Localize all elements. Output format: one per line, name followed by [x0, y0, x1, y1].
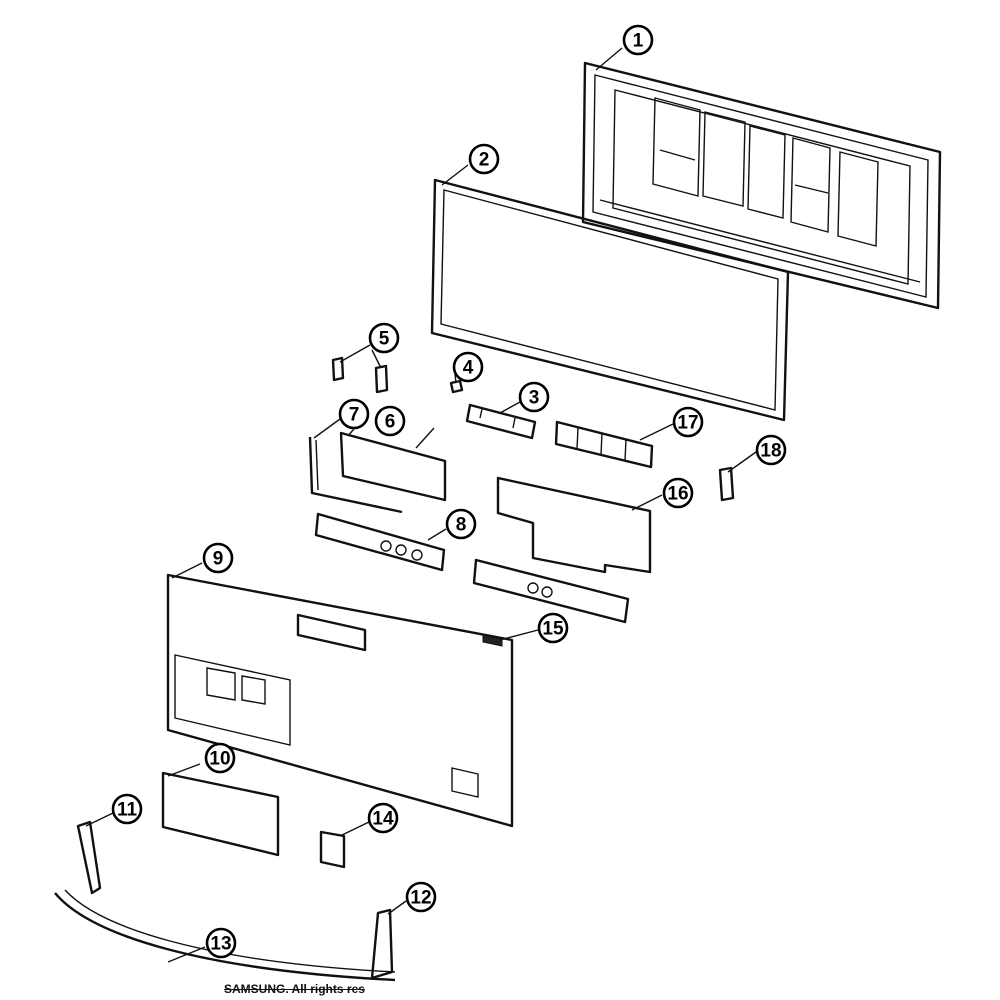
callout-13: 13	[205, 927, 237, 959]
callout-label: 9	[213, 549, 224, 570]
callout-label: 11	[117, 800, 138, 821]
callout-5: 5	[368, 322, 400, 354]
callout-18: 18	[755, 434, 787, 466]
part-11-stand-leg-left	[76, 820, 102, 895]
callout-6: 6	[374, 405, 406, 437]
callout-label: 12	[410, 888, 431, 909]
callout-15: 15	[537, 612, 569, 644]
part-14-small-board	[319, 830, 346, 869]
part-10-board	[161, 771, 280, 857]
callout-label: 4	[463, 358, 474, 379]
callout-label: 17	[677, 413, 698, 434]
callout-10: 10	[204, 742, 236, 774]
part-16-main-board	[496, 476, 652, 574]
callout-16: 16	[662, 477, 694, 509]
copyright-notice: SAMSUNG. All rights res	[224, 982, 365, 996]
callout-label: 2	[479, 150, 490, 171]
callout-12: 12	[405, 881, 437, 913]
callout-label: 13	[210, 934, 231, 955]
part-12-stand-leg-right	[370, 908, 394, 980]
part-15-small-part	[482, 634, 503, 647]
callout-11: 11	[111, 793, 143, 825]
part-18-bracket	[718, 466, 735, 502]
callout-17: 17	[672, 406, 704, 438]
part-13-bottom-bezel	[54, 889, 396, 982]
part-7-bracket-strip	[308, 436, 403, 514]
callout-label: 14	[372, 809, 394, 830]
part-2-display-panel	[430, 178, 790, 422]
callout-14: 14	[367, 802, 399, 834]
callout-label: 1	[633, 31, 644, 52]
part-3-board	[465, 403, 537, 440]
callout-2: 2	[468, 143, 500, 175]
callout-3: 3	[518, 381, 550, 413]
part-5-bracket	[331, 356, 389, 394]
callout-8: 8	[445, 508, 477, 540]
callout-label: 16	[667, 484, 688, 505]
callout-1: 1	[622, 24, 654, 56]
callout-label: 10	[209, 749, 230, 770]
part-1-rear-chassis	[581, 61, 942, 310]
part-17-board	[554, 420, 654, 469]
callout-4: 4	[452, 351, 484, 383]
terminal-bracket-right	[472, 558, 630, 624]
callout-label: 18	[760, 441, 781, 462]
callout-label: 7	[349, 405, 360, 426]
part-6-board	[339, 431, 447, 502]
callout-7: 7	[338, 398, 370, 430]
callout-label: 5	[379, 329, 390, 350]
part-4-clip	[449, 379, 464, 394]
callout-9: 9	[202, 542, 234, 574]
callout-label: 8	[456, 515, 467, 536]
leader-lines	[85, 47, 757, 963]
part-8-terminal-bracket	[314, 512, 446, 572]
callout-label: 3	[529, 388, 540, 409]
callout-label: 6	[385, 412, 396, 433]
callout-label: 15	[542, 619, 564, 640]
part-9-rear-cover	[166, 573, 514, 828]
